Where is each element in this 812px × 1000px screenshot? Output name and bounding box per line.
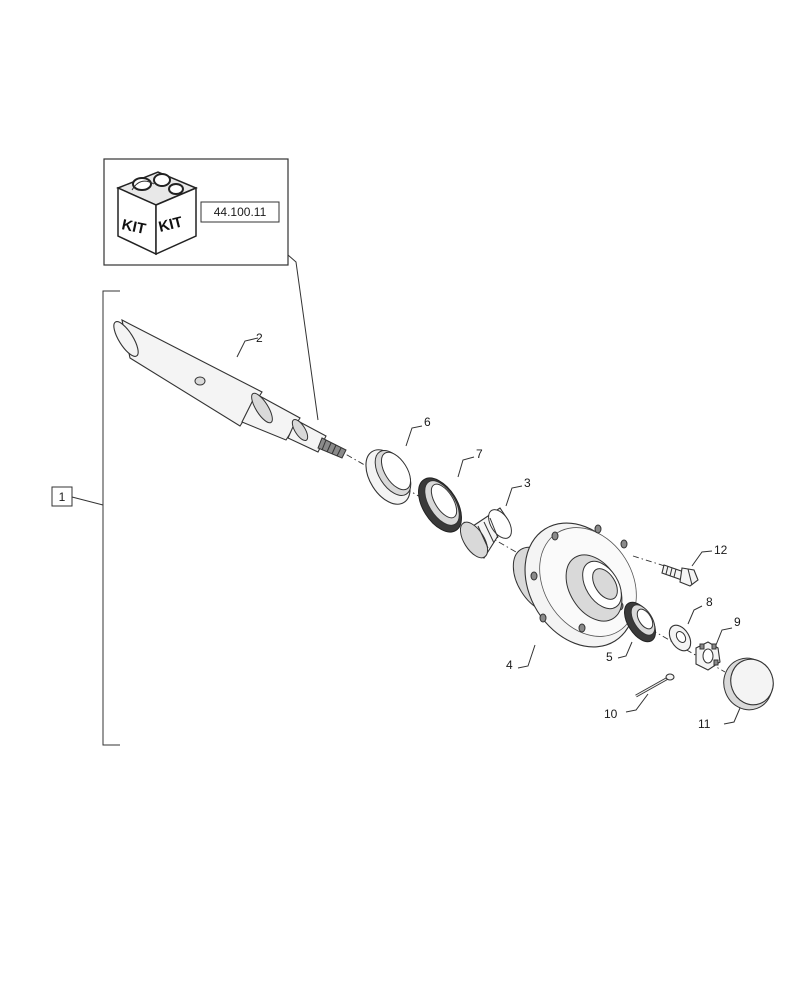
part-8-leader xyxy=(687,605,703,625)
kit-reference-number[interactable]: 44.100.11 xyxy=(214,205,267,219)
cotter-pin-part[interactable] xyxy=(635,673,675,698)
part-4-leader xyxy=(517,644,536,669)
part-6-leader xyxy=(405,425,423,447)
part-7-label[interactable]: 7 xyxy=(476,447,483,461)
part-2-leader xyxy=(236,337,259,358)
spindle-part[interactable] xyxy=(109,318,347,459)
part-11-label[interactable]: 11 xyxy=(698,717,711,731)
assembly-callout-box xyxy=(51,486,73,507)
part-5-leader xyxy=(617,641,633,659)
part-12-leader xyxy=(691,550,713,567)
part-7-leader xyxy=(457,456,475,478)
ring-part[interactable] xyxy=(357,442,419,512)
part-9-label[interactable]: 9 xyxy=(734,615,741,629)
assembly-callout-label[interactable]: 1 xyxy=(59,490,66,504)
kit-label-right: KIT xyxy=(157,214,185,236)
kit-box-icon: KIT KIT xyxy=(116,171,198,256)
part-8-label[interactable]: 8 xyxy=(706,595,713,609)
bolt-axis-line xyxy=(632,555,669,568)
hub-cap-part[interactable] xyxy=(717,651,780,716)
kit-label-left: KIT xyxy=(120,216,147,238)
kit-reference-frame xyxy=(200,201,280,223)
seal-part[interactable] xyxy=(410,471,471,540)
part-4-label[interactable]: 4 xyxy=(506,658,513,672)
kit-reference-box[interactable]: KIT KIT 44.100.11 xyxy=(103,158,289,266)
part-3-leader xyxy=(505,485,523,507)
part-3-label[interactable]: 3 xyxy=(524,476,531,490)
part-11-leader xyxy=(723,707,741,725)
bolt-part[interactable] xyxy=(661,564,699,587)
assembly-axis-line xyxy=(334,447,726,673)
part-10-label[interactable]: 10 xyxy=(604,707,618,721)
part-10-leader xyxy=(625,693,649,713)
part-6-label[interactable]: 6 xyxy=(424,415,431,429)
hub-part[interactable] xyxy=(502,503,657,668)
part-5-label[interactable]: 5 xyxy=(606,650,613,664)
kit-leader-line xyxy=(287,254,319,421)
part-2-label[interactable]: 2 xyxy=(256,331,263,345)
part-12-label[interactable]: 12 xyxy=(714,543,728,557)
castle-nut-part[interactable] xyxy=(695,641,721,671)
outer-bearing-part[interactable] xyxy=(618,597,662,647)
washer-part[interactable] xyxy=(665,621,695,654)
part-9-leader xyxy=(715,627,733,646)
assembly-bracket xyxy=(71,290,120,746)
inner-bearing-part[interactable] xyxy=(455,506,516,563)
